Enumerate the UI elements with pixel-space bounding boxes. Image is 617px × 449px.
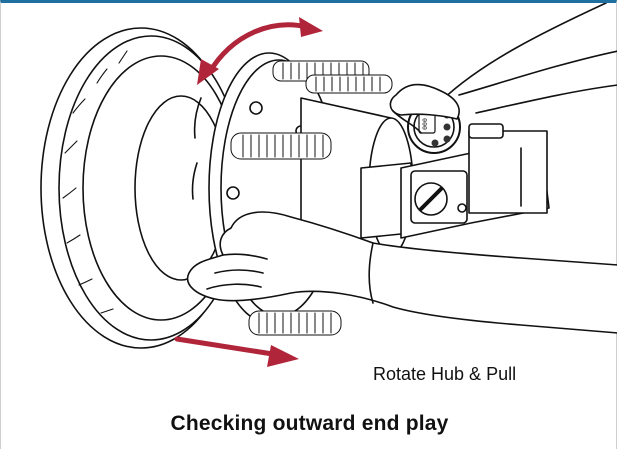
gauge-readout: 000 (421, 118, 429, 130)
pull-arrow-icon (174, 336, 299, 367)
wheel-studs (230, 60, 393, 336)
rotate-hub-pull-label: Rotate Hub & Pull (373, 364, 517, 384)
figure-caption: Checking outward end play (170, 412, 449, 435)
spindle-housing (400, 130, 550, 239)
lower-hand (186, 211, 617, 334)
upper-hand (389, 3, 617, 134)
rotation-arrow-icon (197, 17, 323, 85)
hub-end-play-illustration: 000 (40, 3, 617, 367)
